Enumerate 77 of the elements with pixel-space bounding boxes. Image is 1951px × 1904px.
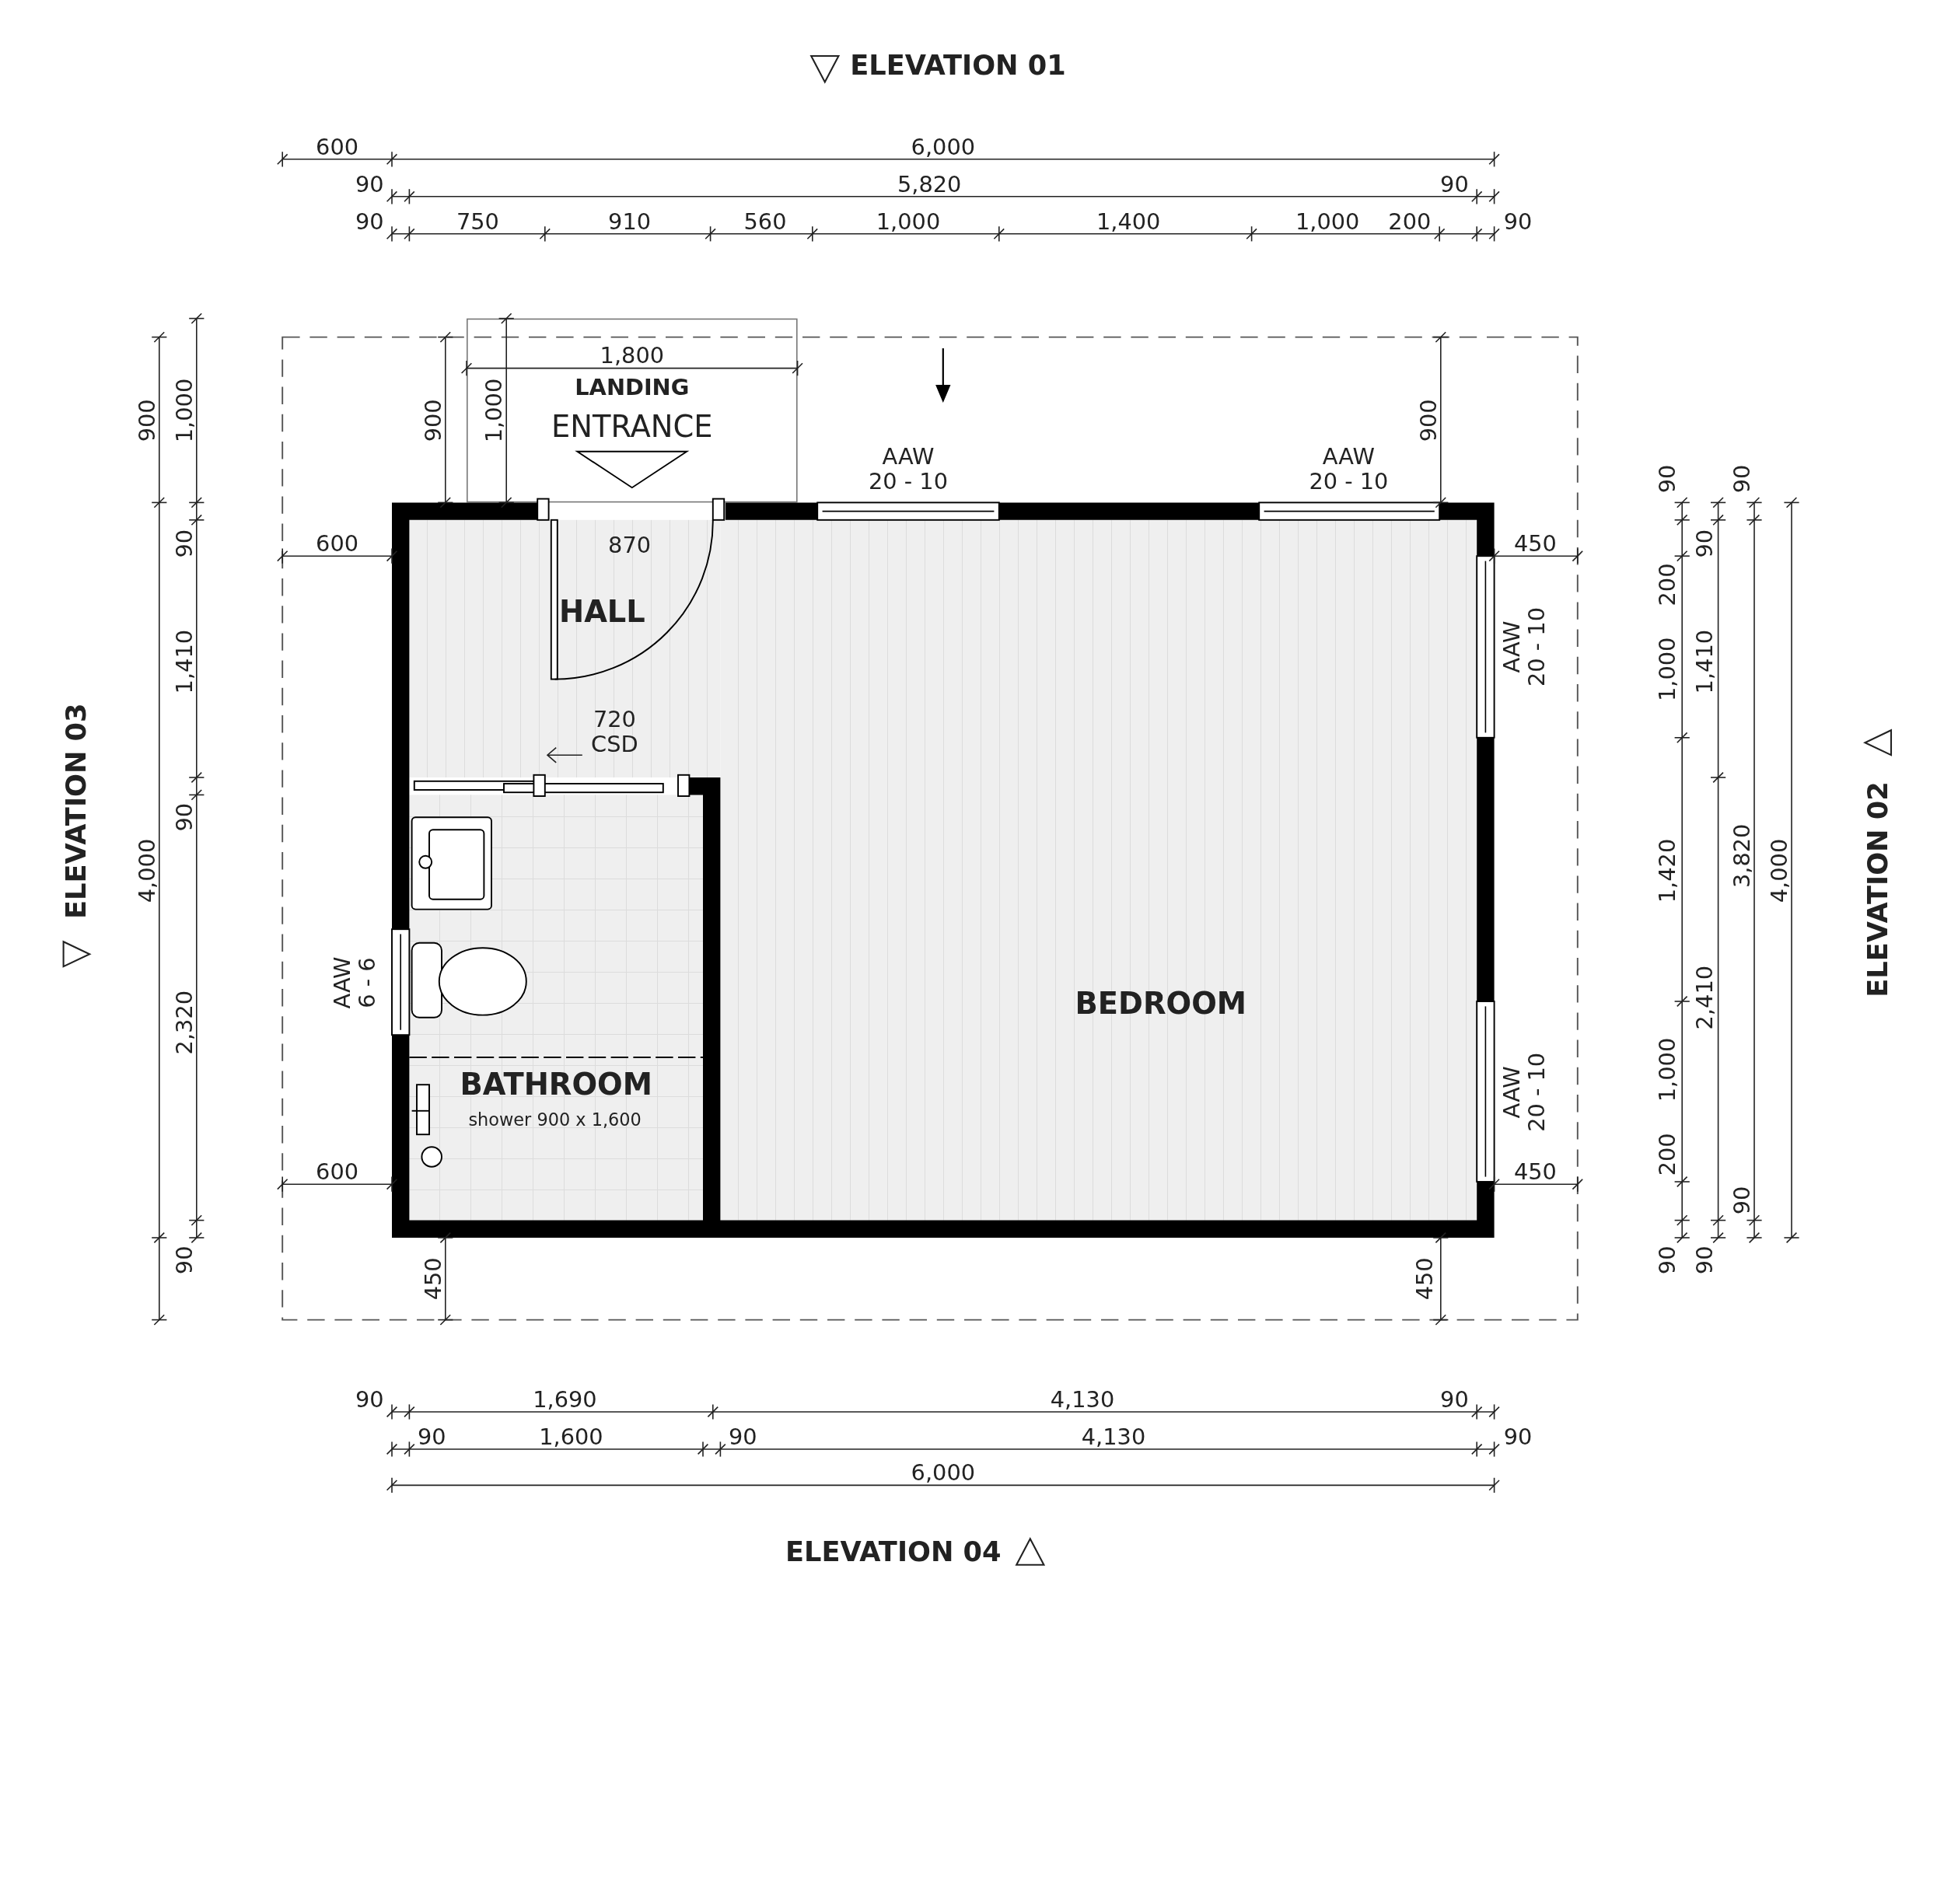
elevation-label: ELEVATION 02 [1863,781,1894,997]
dimension-label: 5,820 [897,171,962,197]
dimension-label: 2,410 [1692,965,1717,1030]
dimension-label: 750 [456,208,499,234]
dimension-label: 1,420 [1655,838,1680,903]
dimension-label: 1,600 [539,1424,603,1449]
dimension-label: 600 [316,1159,359,1185]
dimension-label: 1,410 [1692,630,1717,694]
room-label: BATHROOM [460,1067,652,1102]
dimension-label: 90 [355,171,384,197]
dimension-label: 4,000 [134,838,159,903]
door-label: 870 [608,532,652,557]
door-label: 720 CSD [590,707,639,756]
dimension-label: 4,130 [1050,1387,1115,1412]
dimension-label: 90 [417,1424,446,1449]
dimension-label: 1,400 [1096,208,1161,234]
dimension-label: 90 [1440,1387,1469,1412]
dimension-label: 200 [1655,1133,1680,1176]
dimension-label: 600 [316,531,359,557]
dimension-label: 1,000 [1655,1037,1680,1102]
dimension-label: 90 [728,1424,757,1449]
dimension-label: 90 [1503,1424,1533,1449]
dimension-label: 3,820 [1729,823,1754,889]
dimension-label: 1,000 [1295,208,1360,234]
area-label: LANDING [575,373,690,400]
dimension-label: 90 [1655,1245,1680,1275]
dimension-label: 1,000 [481,378,507,443]
room-note: shower 900 x 1,600 [468,1109,642,1130]
room-label: HALL [559,594,645,630]
dimension-label: 450 [1513,1159,1557,1185]
elevation-label: ELEVATION 04 [785,1537,1002,1568]
dimension-label: 600 [316,134,359,159]
dimension-label: 90 [1440,171,1469,197]
dimension-label: 450 [420,1257,446,1301]
dimension-label: 90 [1692,1245,1717,1275]
dimension-label: 6,000 [911,134,976,159]
room-area [720,519,1477,1221]
dimension-label: 90 [171,529,197,558]
dimension-label: 90 [1729,464,1754,494]
dimension-label: 450 [1513,531,1557,557]
room-area [409,519,721,777]
dimension-label: 90 [1692,529,1717,558]
dimension-label: 1,800 [600,343,665,369]
area-label: ENTRANCE [551,409,713,445]
dimension-label: 1,000 [171,378,197,443]
dimension-label: 1,000 [876,208,941,234]
dimension-label: 4,130 [1081,1424,1146,1449]
room-label: BEDROOM [1075,986,1247,1022]
dimension-label: 90 [355,1387,384,1412]
dimension-label: 90 [171,1245,197,1275]
dimension-label: 900 [1415,399,1441,442]
dimension-label: 1,690 [533,1387,597,1412]
dimension-label: 200 [1655,563,1680,606]
dimension-label: 560 [743,208,787,234]
dimension-label: 6,000 [911,1460,976,1486]
dimension-label: 90 [171,802,197,832]
window-label: AAW 20 - 10 [868,444,949,494]
dimension-label: 90 [1503,208,1533,234]
dimension-label: 1,000 [1655,637,1680,702]
dimension-label: 450 [1412,1257,1437,1301]
dimension-label: 90 [1729,1186,1754,1215]
window-label: AAW 6 - 6 [330,955,379,1011]
dimension-label: 90 [1655,464,1680,494]
dimension-label: 900 [420,399,446,442]
dimension-label: 900 [134,399,159,442]
dimension-label: 90 [355,208,384,234]
elevation-label: ELEVATION 03 [61,703,93,919]
dimension-label: 2,320 [171,990,197,1055]
elevation-label: ELEVATION 01 [850,51,1066,82]
dimension-label: 910 [608,208,652,234]
dimension-label: 4,000 [1767,838,1792,903]
window-label: AAW 20 - 10 [1499,1052,1549,1133]
window-label: AAW 20 - 10 [1499,606,1549,687]
dimension-label: 1,410 [171,630,197,694]
landing-outline [467,318,798,503]
window-label: AAW 20 - 10 [1308,444,1389,494]
dimension-label: 200 [1388,208,1432,234]
